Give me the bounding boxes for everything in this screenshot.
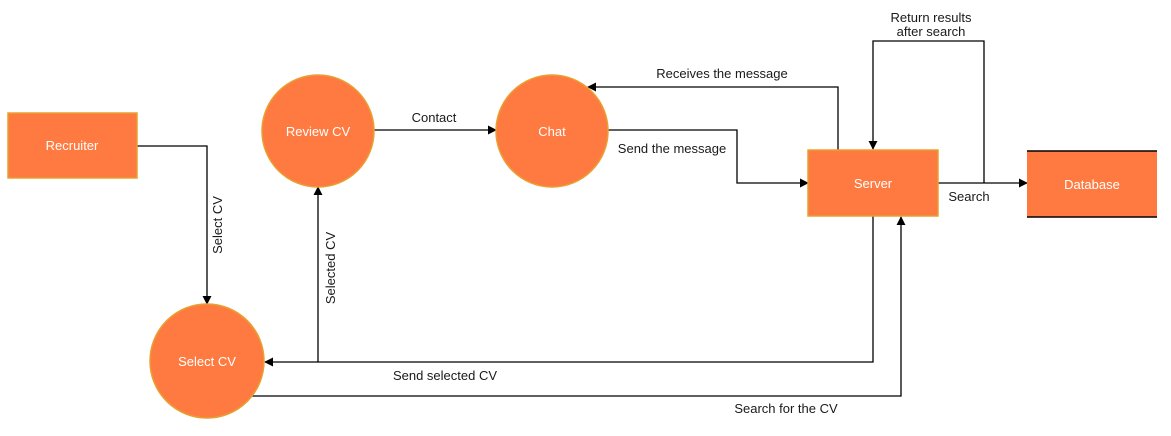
edge-server-to-chat — [587, 82, 839, 150]
edge-recruiter-to-select-cv — [137, 145, 212, 305]
receives-message-edge-label: Receives the message — [656, 66, 788, 81]
contact-edge-label: Contact — [412, 110, 457, 125]
edge-chat-to-server — [608, 129, 809, 188]
search-for-cv-edge-label: Search for the CV — [734, 401, 838, 416]
selected-cv-edge-label: Selected CV — [323, 232, 338, 305]
edge-select-cv-to-server — [250, 216, 906, 397]
select-cv-edge-label: Select CV — [210, 196, 225, 254]
recruiter-label: Recruiter — [46, 138, 99, 153]
send-message-edge-label: Send the message — [618, 141, 726, 156]
review-cv-label: Review CV — [286, 124, 351, 139]
recruiter-node[interactable]: Recruiter — [7, 112, 138, 179]
return-results-edge-label-line1: Return results — [891, 10, 972, 25]
server-node[interactable]: Server — [807, 149, 939, 217]
edge-return-results — [868, 40, 985, 183]
server-label: Server — [854, 176, 893, 191]
chat-label: Chat — [538, 124, 566, 139]
select-cv-node[interactable]: Select CV — [149, 303, 265, 419]
send-selected-cv-edge-label: Send selected CV — [393, 368, 497, 383]
edge-server-to-select-cv — [264, 216, 874, 367]
select-cv-label: Select CV — [178, 354, 236, 369]
return-results-edge-label-line2: after search — [897, 24, 966, 39]
search-edge-label: Search — [948, 189, 989, 204]
chat-node[interactable]: Chat — [495, 74, 609, 188]
database-label: Database — [1064, 177, 1120, 192]
review-cv-node[interactable]: Review CV — [261, 74, 375, 188]
database-node[interactable]: Database — [1027, 150, 1157, 218]
